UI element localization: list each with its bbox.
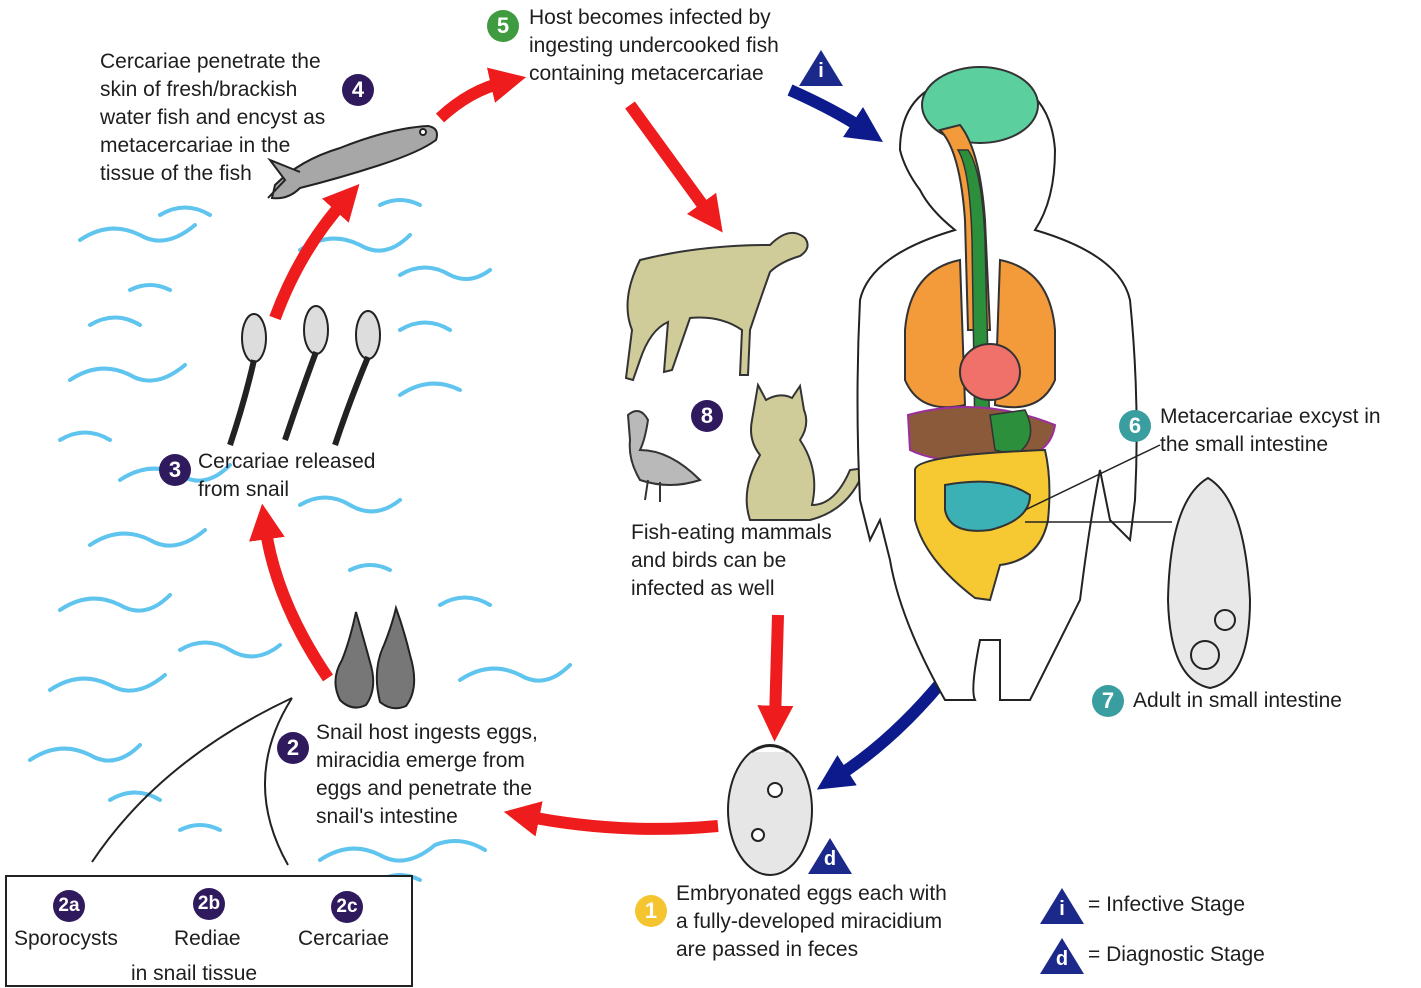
stage-2-text: Snail host ingests eggs, miracidia emerg… bbox=[316, 719, 538, 831]
stage-8-text: Fish-eating mammals and birds can be inf… bbox=[631, 519, 832, 603]
stage-3-text: Cercariae released from snail bbox=[198, 448, 375, 504]
stage-7-badge: 7 bbox=[1092, 685, 1124, 717]
human-host-illustration bbox=[858, 67, 1137, 700]
stage-2c-badge: 2c bbox=[331, 891, 363, 923]
legend-infective-label: = Infective Stage bbox=[1088, 891, 1245, 919]
stage-2a-badge: 2a bbox=[53, 890, 85, 922]
bird-illustration bbox=[628, 411, 700, 502]
stage-4-badge: 4 bbox=[342, 74, 374, 106]
cercariae-label: Cercariae bbox=[298, 925, 389, 953]
adult-fluke-illustration bbox=[1168, 478, 1250, 688]
egg-illustration bbox=[728, 745, 812, 875]
stage-8-badge: 8 bbox=[691, 400, 723, 432]
sporocysts-label: Sporocysts bbox=[14, 925, 118, 953]
stage-6-badge: 6 bbox=[1119, 410, 1151, 442]
stage-1-badge: 1 bbox=[635, 895, 667, 927]
stage-1-text: Embryonated eggs each with a fully-devel… bbox=[676, 880, 947, 964]
stage-4-text: Cercariae penetrate the skin of fresh/br… bbox=[100, 48, 325, 188]
stage-2-badge: 2 bbox=[277, 732, 309, 764]
cat-illustration bbox=[747, 385, 865, 520]
diagnostic-stage-marker: d bbox=[808, 838, 852, 874]
stage-5-badge: 5 bbox=[487, 10, 519, 42]
rediae-label: Rediae bbox=[174, 925, 241, 953]
snail-illustration bbox=[335, 608, 414, 708]
snail-box-connector bbox=[92, 698, 292, 865]
legend-diagnostic-label: = Diagnostic Stage bbox=[1088, 941, 1265, 969]
legend-diagnostic-icon: d bbox=[1040, 938, 1084, 974]
dog-illustration bbox=[626, 233, 808, 380]
stage-3-badge: 3 bbox=[159, 454, 191, 486]
legend-infective-icon: i bbox=[1040, 888, 1084, 924]
snail-tissue-footer: in snail tissue bbox=[131, 960, 257, 988]
stage-7-text: Adult in small intestine bbox=[1133, 687, 1342, 715]
stage-6-text: Metacercariae excyst in the small intest… bbox=[1160, 403, 1381, 459]
infective-stage-marker: i bbox=[799, 50, 843, 86]
stage-5-text: Host becomes infected by ingesting under… bbox=[529, 4, 779, 88]
cercariae-illustration bbox=[230, 306, 380, 445]
stage-2b-badge: 2b bbox=[193, 888, 225, 920]
